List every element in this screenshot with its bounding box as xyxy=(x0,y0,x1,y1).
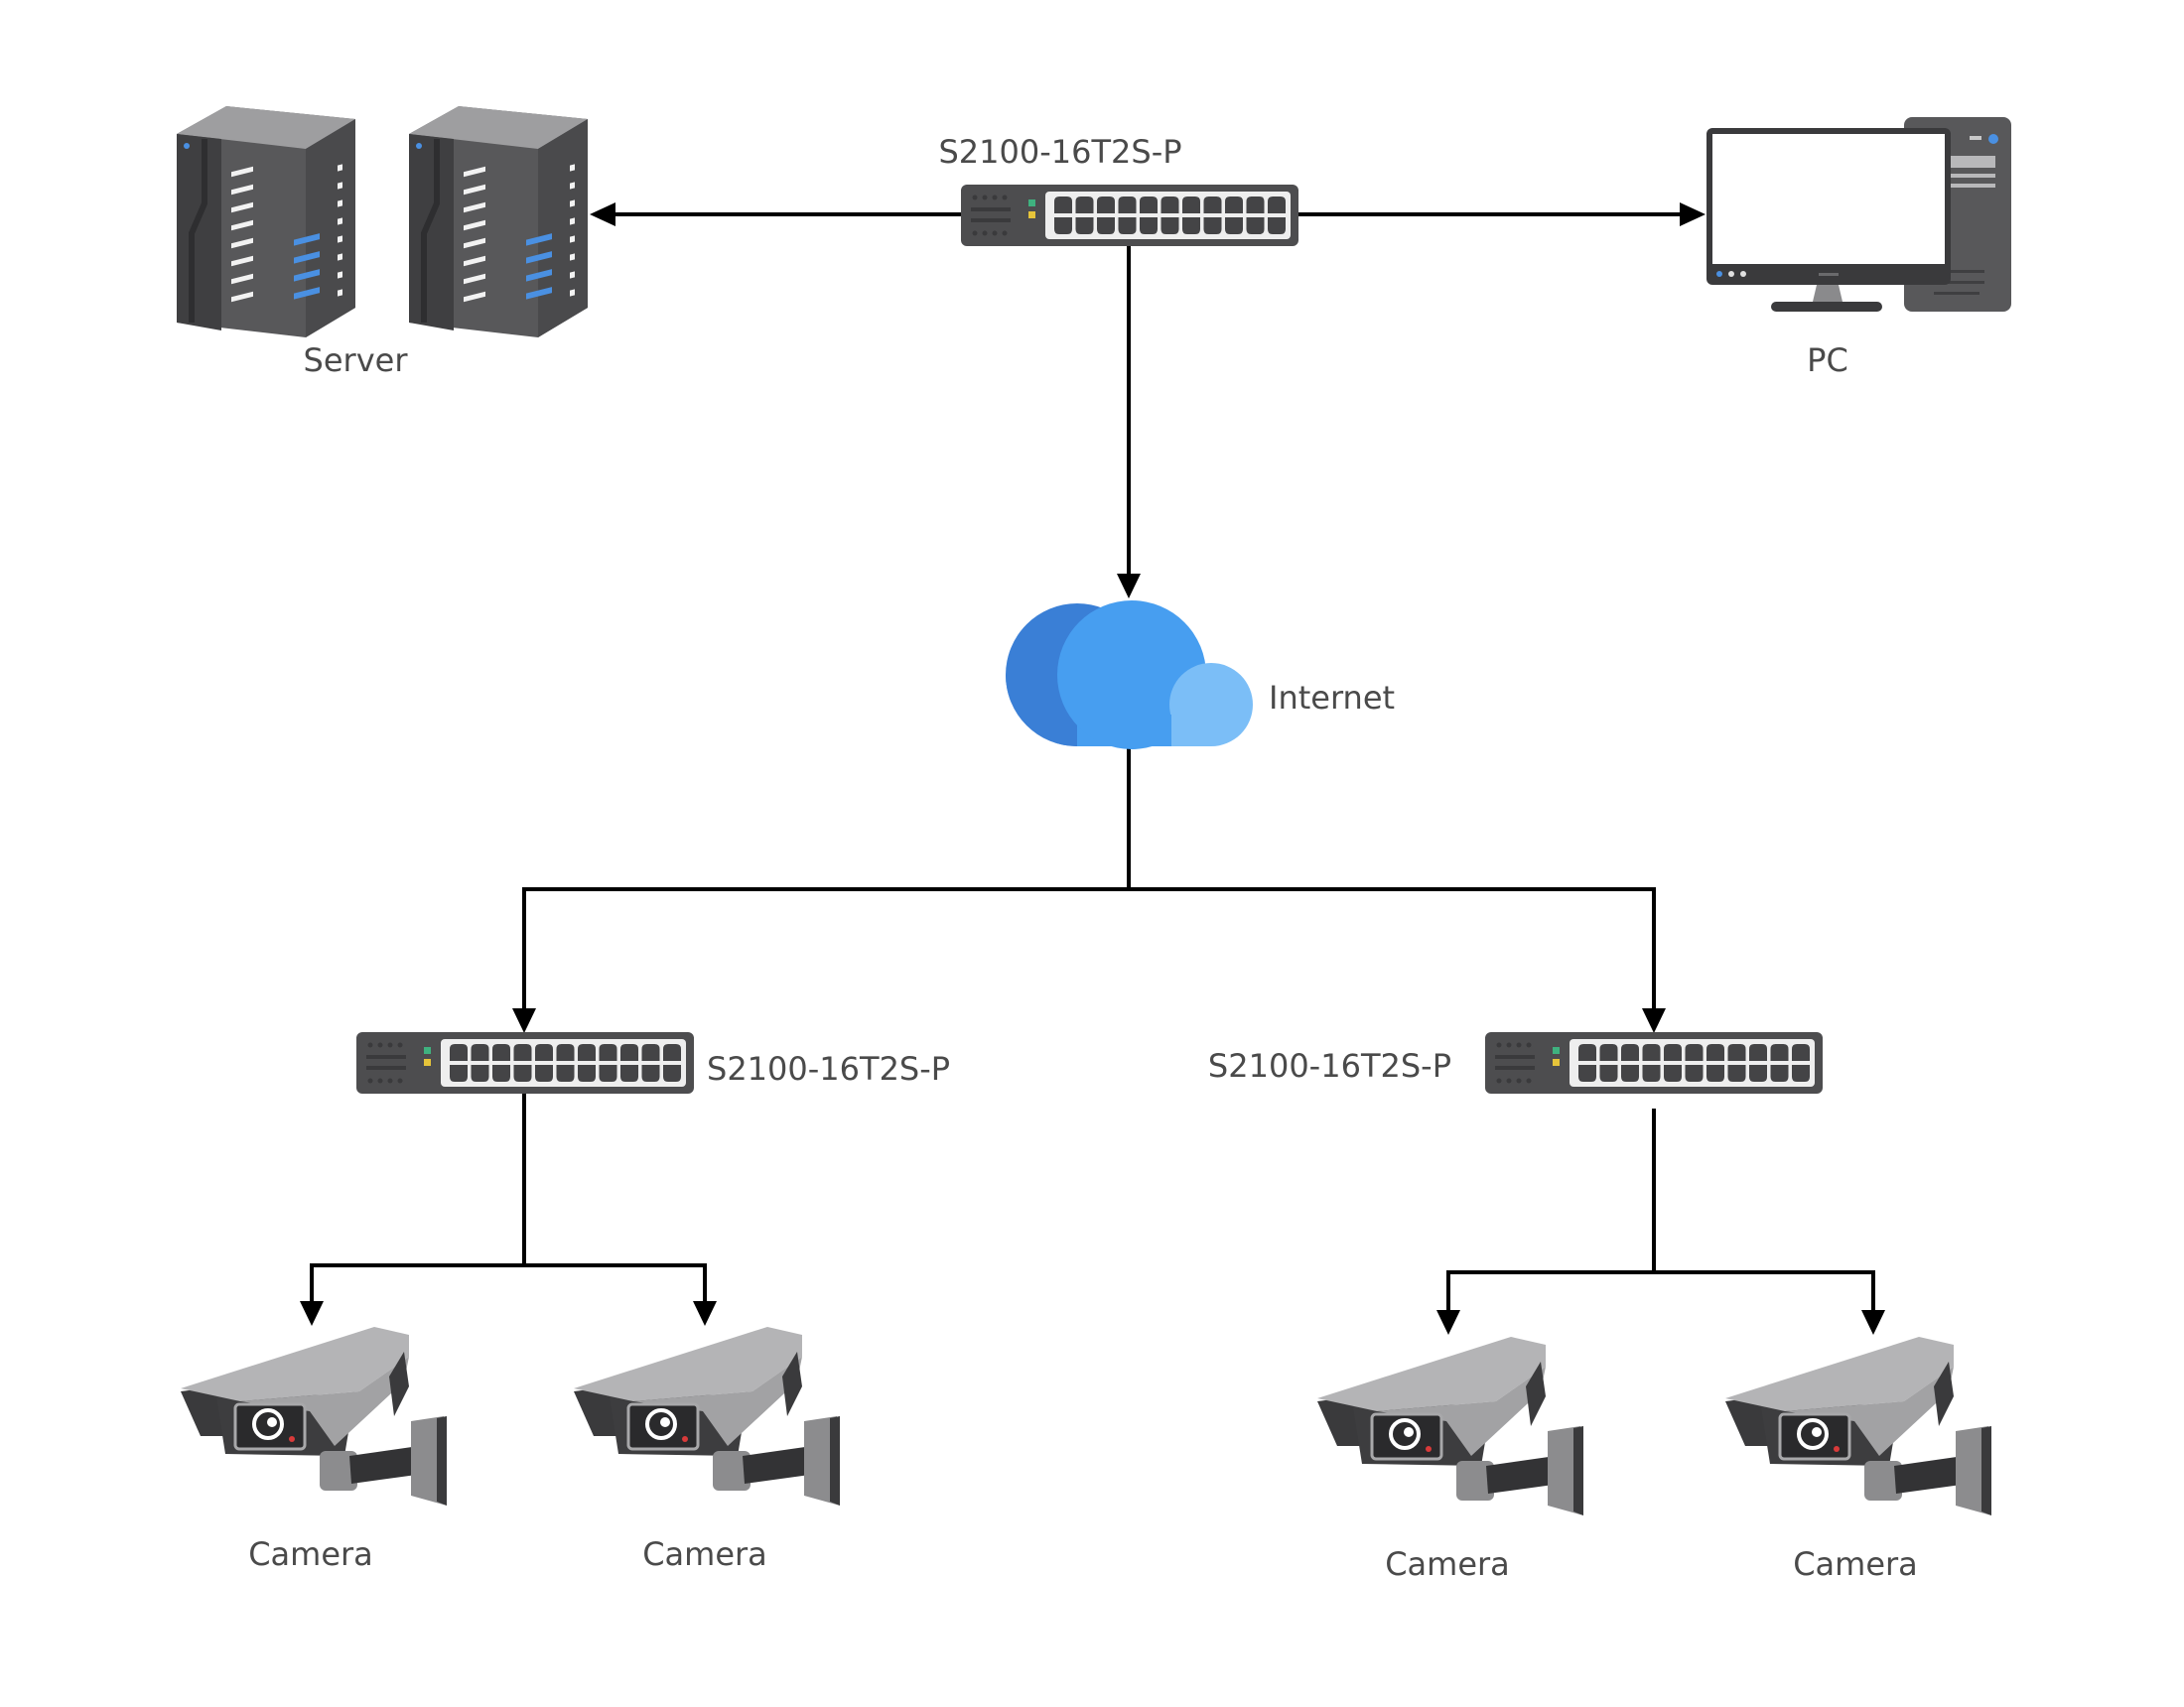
camera-icon xyxy=(1723,1335,1993,1517)
cloud-icon xyxy=(1006,600,1253,749)
core-switch-node[interactable]: S2100-16T2S-P xyxy=(938,133,1298,246)
arrowhead-pc xyxy=(1680,202,1706,226)
edge-internet-to-left-switch xyxy=(522,887,1129,1010)
switch-icon xyxy=(1485,1032,1823,1094)
arrowhead-camera-1 xyxy=(300,1301,324,1326)
camera-label: Camera xyxy=(642,1535,767,1573)
switch-icon xyxy=(961,185,1298,246)
arrowhead-camera-3 xyxy=(1436,1310,1460,1335)
arrowhead-camera-2 xyxy=(693,1301,717,1326)
arrowhead-left-switch xyxy=(512,1008,536,1033)
edge-left-switch-to-camera-1 xyxy=(310,1263,524,1303)
camera-node[interactable]: Camera xyxy=(1315,1335,1585,1583)
connectors xyxy=(300,202,1885,1335)
server-icon xyxy=(409,106,588,337)
server-icon xyxy=(177,106,355,337)
edge-right-switch-to-camera-3 xyxy=(1446,1270,1654,1312)
server-node[interactable]: Server xyxy=(177,106,588,379)
edge-left-switch-to-camera-2 xyxy=(524,1263,707,1303)
camera-icon xyxy=(1315,1335,1585,1517)
camera-node[interactable]: Camera xyxy=(179,1325,449,1573)
camera-icon xyxy=(572,1325,842,1508)
edge-right-switch-to-camera-4 xyxy=(1654,1270,1875,1312)
edge-internet-to-right-switch xyxy=(1129,887,1656,1010)
core-switch-label: S2100-16T2S-P xyxy=(938,133,1181,171)
arrowhead-camera-4 xyxy=(1861,1310,1885,1335)
internet-label: Internet xyxy=(1269,679,1395,717)
pc-label: PC xyxy=(1807,341,1848,379)
camera-node[interactable]: Camera xyxy=(572,1325,842,1573)
right-switch-label: S2100-16T2S-P xyxy=(1208,1047,1451,1085)
pc-icon xyxy=(1706,117,2011,312)
right-switch-node[interactable]: S2100-16T2S-P xyxy=(1208,1032,1823,1094)
arrowhead-internet xyxy=(1117,574,1141,598)
internet-node[interactable]: Internet xyxy=(1006,600,1395,749)
left-switch-node[interactable]: S2100-16T2S-P xyxy=(356,1032,950,1094)
camera-node[interactable]: Camera xyxy=(1723,1335,1993,1583)
camera-label: Camera xyxy=(1385,1545,1510,1583)
camera-icon xyxy=(179,1325,449,1508)
switch-icon xyxy=(356,1032,694,1094)
pc-node[interactable]: PC xyxy=(1706,117,2011,379)
camera-label: Camera xyxy=(248,1535,373,1573)
server-label: Server xyxy=(304,341,409,379)
left-switch-label: S2100-16T2S-P xyxy=(707,1050,950,1088)
arrowhead-right-switch xyxy=(1642,1008,1666,1033)
camera-label: Camera xyxy=(1793,1545,1918,1583)
arrowhead-servers xyxy=(590,202,615,226)
